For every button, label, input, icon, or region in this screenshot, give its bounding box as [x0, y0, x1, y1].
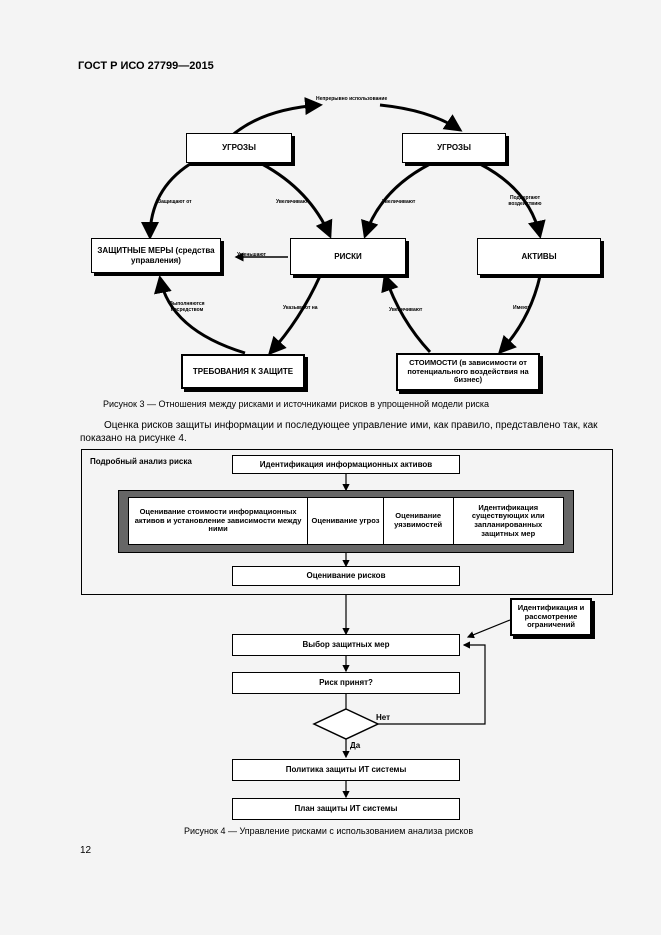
assessment-cells: Оценивание стоимости информационных акти… — [128, 497, 564, 545]
figure-3-caption: Рисунок 3 — Отношения между рисками и ис… — [103, 399, 490, 409]
label-no: Нет — [376, 713, 391, 722]
box-values: СТОИМОСТИ (в зависимости от потенциально… — [396, 353, 540, 391]
document-header: ГОСТ Р ИСО 27799—2015 — [78, 60, 214, 72]
box-assets: АКТИВЫ — [477, 238, 601, 275]
box-security-plan: План защиты ИТ системы — [232, 798, 460, 820]
label-protect: Защищают от — [158, 199, 192, 205]
label-have: Имеют — [513, 305, 530, 311]
label-increase-right: Увеличивают — [382, 199, 416, 205]
box-risks: РИСКИ — [290, 238, 406, 275]
page-number: 12 — [80, 845, 92, 856]
box-threats-right: УГРОЗЫ — [402, 133, 506, 163]
figure-4-caption: Рисунок 4 — Управление рисками с использ… — [184, 826, 474, 836]
label-expose: Подвергают воздействию — [508, 195, 542, 207]
box-threats-left: УГРОЗЫ — [186, 133, 292, 163]
label-reduce: Уменьшают — [237, 252, 266, 258]
cell-vulnerabilities: Оценивание уязвимостей — [384, 498, 454, 544]
box-constraints: Идентификация и рассмотрение ограничений — [510, 598, 592, 636]
label-top: Непрерывно использование — [316, 96, 388, 102]
label-increase-left: Увеличивают — [276, 199, 310, 205]
decision-diamond — [312, 708, 380, 740]
label-increase-bottom: Увеличивают — [389, 307, 423, 313]
box-requirements: ТРЕБОВАНИЯ К ЗАЩИТЕ — [181, 354, 305, 389]
cell-asset-value: Оценивание стоимости информационных акти… — [129, 498, 309, 544]
cell-threats: Оценивание угроз — [308, 498, 384, 544]
label-indicate: Указывают на — [283, 305, 318, 311]
label-fulfilled: Выполняются посредством — [169, 301, 205, 313]
label-yes: Да — [350, 741, 361, 750]
body-paragraph: Оценка рисков защиты информации и послед… — [80, 420, 598, 444]
box-identify-assets: Идентификация информационных активов — [232, 455, 460, 474]
detailed-analysis-frame — [81, 449, 613, 595]
cell-existing-controls: Идентификация существующих или запланиро… — [471, 502, 545, 538]
box-risk-evaluation: Оценивание рисков — [232, 566, 460, 586]
detailed-analysis-title: Подробный анализ риска — [90, 457, 192, 466]
box-security-policy: Политика защиты ИТ системы — [232, 759, 460, 781]
box-risk-accepted: Риск принят? — [232, 672, 460, 694]
box-select-controls: Выбор защитных мер — [232, 634, 460, 656]
box-controls: ЗАЩИТНЫЕ МЕРЫ (средства управления) — [91, 238, 221, 273]
